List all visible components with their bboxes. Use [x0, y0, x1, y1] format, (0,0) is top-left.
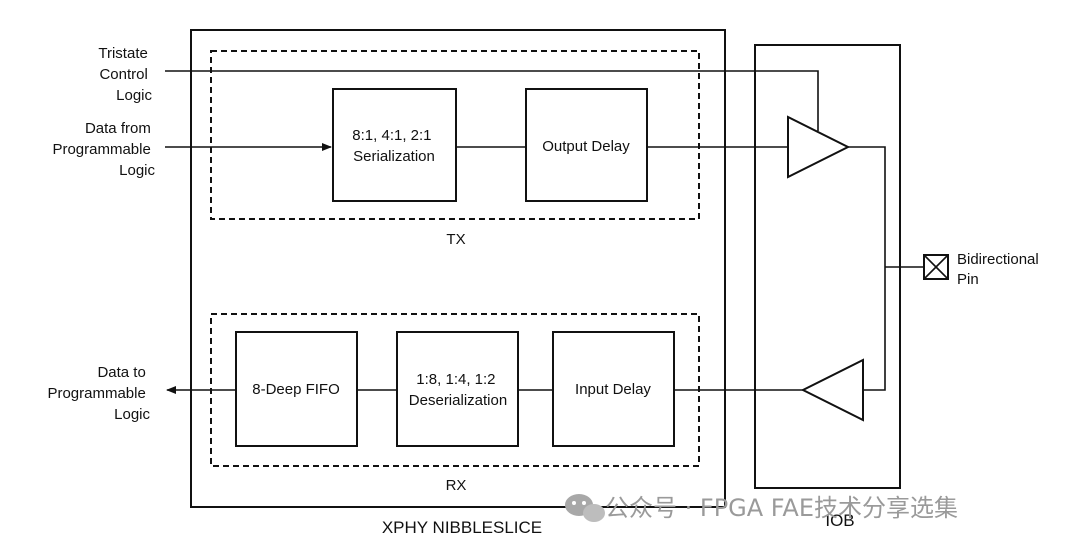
input-delay-box	[552, 331, 675, 447]
bidirectional-pin-label: Bidirectional Pin	[957, 251, 1043, 288]
output-delay-box	[525, 88, 648, 202]
watermark: 公众号 · FPGA FAE技术分享选集	[565, 494, 958, 522]
pad-bus-line	[848, 146, 886, 391]
iob-label: IOB	[825, 511, 854, 530]
tx-label: TX	[446, 231, 465, 248]
serialization-label: 8:1, 4:1, 2:1 Serialization	[352, 127, 435, 165]
fifo-label: 8-Deep FIFO	[252, 381, 340, 398]
output-buffer-icon	[787, 115, 851, 179]
watermark-text: 公众号 · FPGA FAE技术分享选集	[605, 494, 958, 522]
serialization-box	[332, 88, 457, 202]
deserialization-label: 1:8, 1:4, 1:2 Deserialization	[409, 371, 507, 409]
xphy-label: XPHY NIBBLESLICE	[382, 518, 542, 537]
fifo-box	[235, 331, 358, 447]
tristate-label: Tristate Control Logic	[98, 45, 152, 104]
wechat-icon	[565, 494, 605, 522]
rx-label: RX	[446, 477, 467, 494]
output-delay-label: Output Delay	[542, 138, 630, 155]
data-from-label: Data from Programmable Logic	[52, 120, 155, 179]
data-to-label: Data to Programmable Logic	[47, 364, 150, 423]
iob-box	[754, 44, 901, 489]
deserialization-box	[396, 331, 519, 447]
tristate-control-line	[165, 70, 819, 131]
tx-region	[210, 50, 700, 220]
input-delay-label: Input Delay	[575, 381, 651, 398]
